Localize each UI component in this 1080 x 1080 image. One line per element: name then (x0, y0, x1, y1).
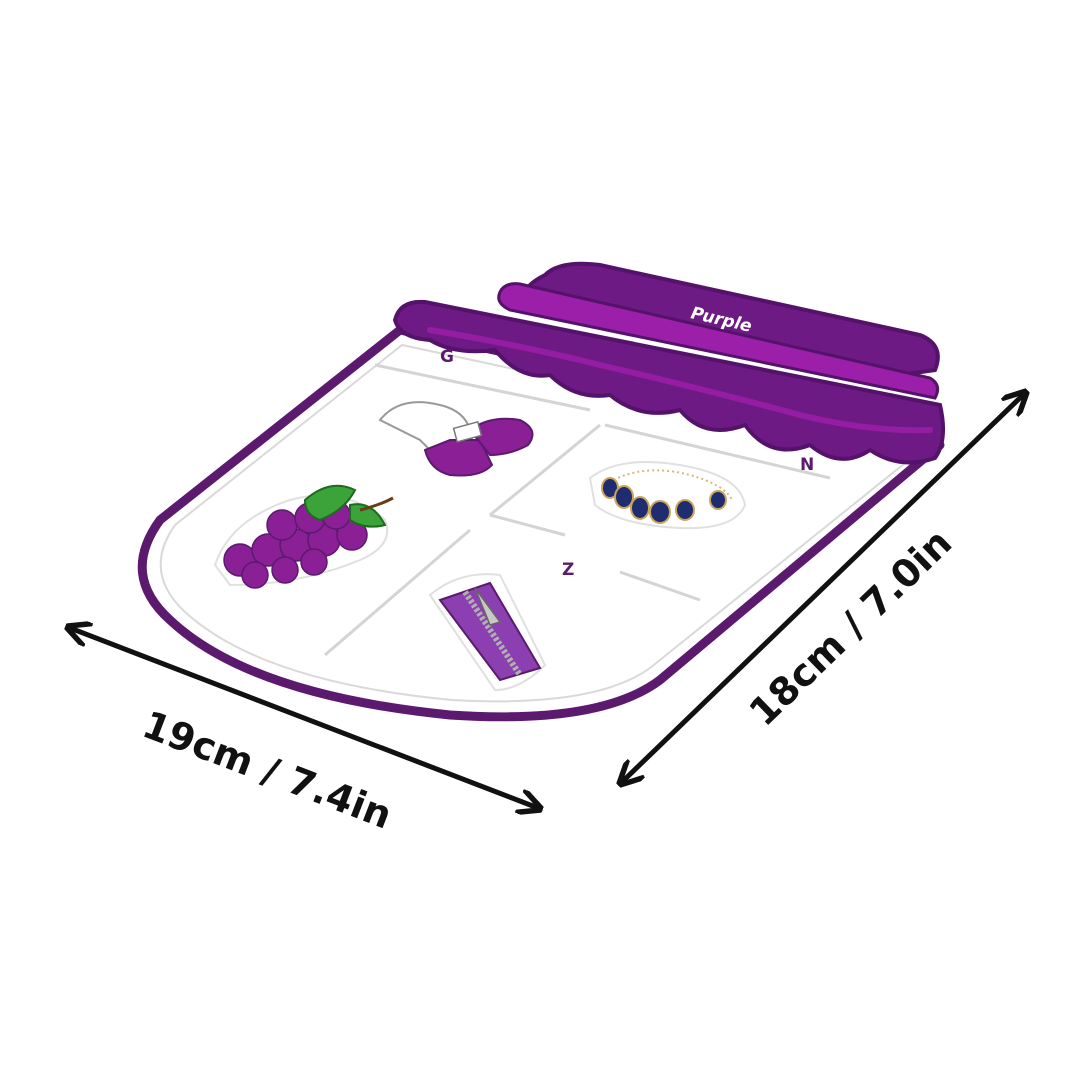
width-label: 19cm / 7.4in (137, 702, 398, 837)
grid-line-lower (489, 513, 566, 537)
grapes-image (213, 484, 394, 589)
grid-line-vertical (489, 423, 601, 517)
mittens-image (378, 401, 534, 477)
letter-n: N (800, 455, 814, 475)
height-arrow (622, 394, 1024, 782)
letter-z: Z (562, 560, 574, 580)
width-arrow (70, 628, 538, 808)
letter-g: G (440, 347, 454, 367)
grid-line-top (374, 363, 591, 412)
